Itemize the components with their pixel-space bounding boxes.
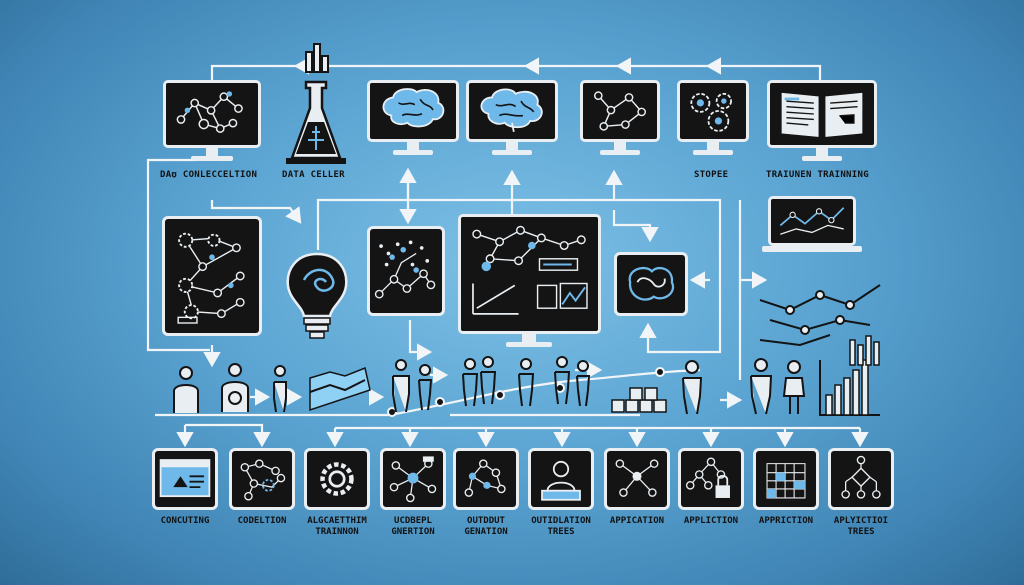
panel-scatter-network [367,226,445,316]
monitor-data-collection [163,80,261,165]
tile-computing [152,448,218,510]
tile-application-trees [828,448,894,510]
monitor-brain-1 [367,80,459,165]
tile-algorithm-training [304,448,370,510]
browser-window-icon [159,459,211,498]
gears-network-icon [177,232,245,324]
graph-nodes-icon [593,91,647,131]
person-icon [574,360,592,408]
brain-icon [480,88,543,132]
label-stopee: STOPEE [694,170,729,180]
tile-ucdbepl-generation [380,448,446,510]
tile-output-generation [453,448,519,510]
line-chart-icon [779,207,845,235]
hub-network-icon [389,456,437,503]
gear-icon [320,462,354,496]
molecule-network-icon [240,459,286,501]
tile-application-3 [753,448,819,510]
bottom-label: APPLICTION [683,516,739,526]
gears-icon [690,92,732,132]
person-icon [680,360,704,416]
label-data-celler: DATA CELLER [282,170,345,180]
panel-abstract [614,252,688,316]
monitor-gears [677,80,749,165]
tree-diagram-icon [841,455,881,499]
tile-outidlation-trees [528,448,594,510]
flask-icon [286,78,346,164]
person-icon [170,365,202,415]
person-icon [782,360,806,416]
bottom-label: APPICATION [609,516,665,526]
person-icon [390,358,412,414]
presenter-icon [541,460,581,501]
person-icon [478,356,498,406]
person-icon [218,362,252,414]
hierarchy-icon [615,459,659,497]
tile-codeltion [229,448,295,510]
person-icon [516,358,536,408]
person-icon [460,358,480,408]
abstract-shape-icon [628,267,675,301]
label-training: TRAIUNEN TRAINNING [766,170,869,180]
monitor-graph [580,80,660,165]
lock-network-icon [685,457,730,498]
panel-gears-network [162,216,262,336]
brain-icon [382,88,445,128]
label-data-collection: DAʊ CONLECCELTION [160,170,258,180]
person-icon [270,364,290,414]
monitor-dashboard [458,214,601,348]
monitor-book [767,80,877,165]
tile-application-1 [604,448,670,510]
open-book-icon [780,91,864,139]
bottom-label: CONCUTING [160,516,210,526]
bottom-label: CODELTION [237,516,287,526]
lightbulb-icon [282,250,352,340]
tree-network-icon [464,459,506,497]
scatter-network-icon [374,240,436,299]
grid-chart-icon [766,463,806,499]
network-graph-icon [176,91,243,133]
laptop-chart [762,196,862,256]
monitor-brain-2 [466,80,558,165]
person-icon [748,358,774,416]
dashboard-icon [472,225,588,315]
person-icon [552,356,572,406]
person-icon [416,364,434,412]
tile-application-2 [678,448,744,510]
bottom-label: APPRICTION [758,516,814,526]
